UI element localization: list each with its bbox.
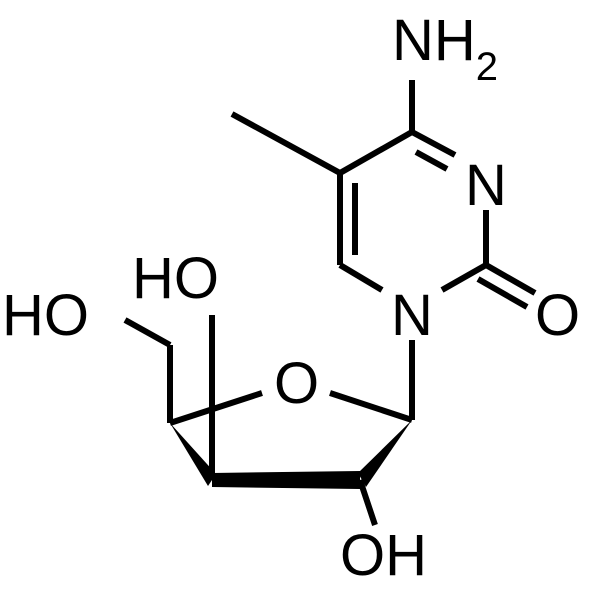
bond-c2-o-double bbox=[476, 276, 529, 310]
bond-c1prime-o4prime bbox=[329, 390, 413, 423]
wedge-c3prime-c4prime bbox=[170, 423, 216, 486]
hydroxyl-upper-label: HO bbox=[132, 246, 219, 311]
pyrimidine-ring bbox=[230, 80, 537, 310]
bond-c5-methyl bbox=[230, 111, 342, 176]
wedge-c2prime-c3prime bbox=[212, 471, 360, 489]
bond-c5prime-o bbox=[123, 317, 172, 348]
wedge-c1prime-c2prime bbox=[358, 420, 412, 487]
hydroxymethyl-label: HO bbox=[2, 283, 89, 348]
bond-c2prime-oh bbox=[357, 479, 378, 526]
ring-nitrogen-3-label: N bbox=[465, 153, 507, 218]
amine-label: NH2 bbox=[392, 8, 498, 89]
bond-c6-n1 bbox=[338, 262, 384, 293]
ring-nitrogen-1-label: N bbox=[391, 283, 433, 348]
bond-n3-c4 bbox=[410, 129, 457, 158]
hydroxyl-lower-label: OH bbox=[340, 523, 427, 588]
bond-o4prime-c4prime bbox=[169, 390, 263, 426]
bond-n3-c4-double bbox=[414, 149, 449, 172]
atom-labels: NH2 N O N O HO HO OH bbox=[2, 8, 580, 588]
bond-n1-c2 bbox=[440, 262, 488, 293]
bond-c4-c5 bbox=[338, 129, 414, 176]
bond-c2-o bbox=[484, 262, 537, 296]
ring-oxygen-label: O bbox=[274, 351, 319, 416]
carbonyl-oxygen-label: O bbox=[535, 283, 580, 348]
sugar-ring bbox=[123, 315, 415, 526]
